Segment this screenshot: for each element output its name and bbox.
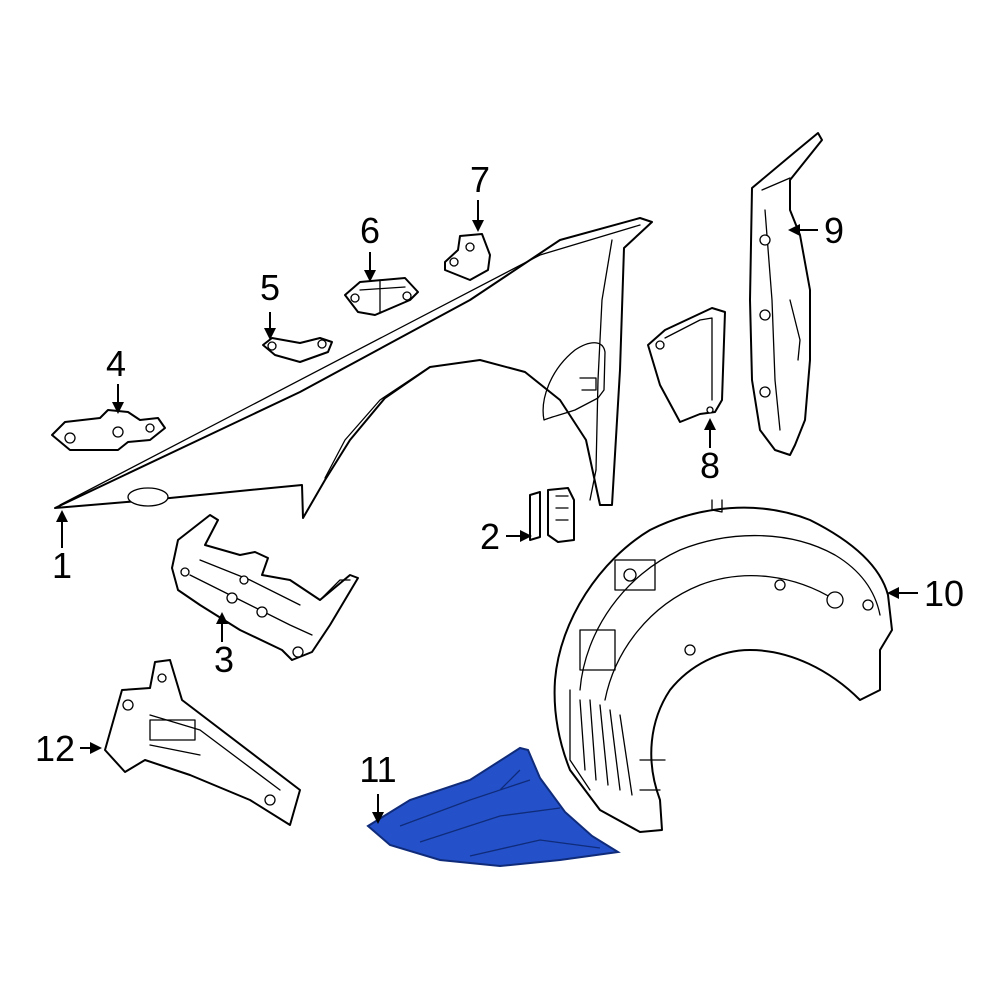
part-9-seal xyxy=(749,132,823,456)
part-fender xyxy=(54,217,653,519)
callout-label-9: 9 xyxy=(824,210,844,251)
part-5-bracket xyxy=(262,337,333,363)
callout-12: 12 xyxy=(35,728,102,769)
callout-label-10: 10 xyxy=(924,573,964,614)
part-4-bracket xyxy=(51,409,166,451)
callout-label-3: 3 xyxy=(214,639,234,680)
callout-label-1: 1 xyxy=(52,545,72,586)
callout-label-11: 11 xyxy=(359,749,396,790)
part-7-bracket xyxy=(444,233,491,281)
callout-label-7: 7 xyxy=(470,159,490,200)
callout-3: 3 xyxy=(214,612,234,680)
callout-label-2: 2 xyxy=(480,516,500,557)
callout-label-4: 4 xyxy=(106,343,126,384)
callout-label-6: 6 xyxy=(360,210,380,251)
part-2-bracket xyxy=(529,487,575,543)
part-10-fender-liner xyxy=(553,499,893,833)
callout-9: 9 xyxy=(788,210,844,251)
callout-6: 6 xyxy=(360,210,380,282)
part-12-bracket xyxy=(104,659,301,826)
callout-label-12: 12 xyxy=(35,728,75,769)
callout-8: 8 xyxy=(700,418,720,486)
callout-10: 10 xyxy=(887,573,964,614)
part-8-panel xyxy=(647,307,726,423)
part-6-bracket xyxy=(344,277,419,316)
callout-label-8: 8 xyxy=(700,445,720,486)
callout-4: 4 xyxy=(106,343,126,414)
callout-1: 1 xyxy=(52,510,72,586)
callout-7: 7 xyxy=(470,159,490,232)
callout-11: 11 xyxy=(359,749,397,824)
callout-5: 5 xyxy=(260,267,280,340)
part-11-splash-shield xyxy=(366,746,621,868)
part-3-bracket-assembly xyxy=(171,514,359,661)
callout-label-5: 5 xyxy=(260,267,280,308)
callout-2: 2 xyxy=(480,516,532,557)
